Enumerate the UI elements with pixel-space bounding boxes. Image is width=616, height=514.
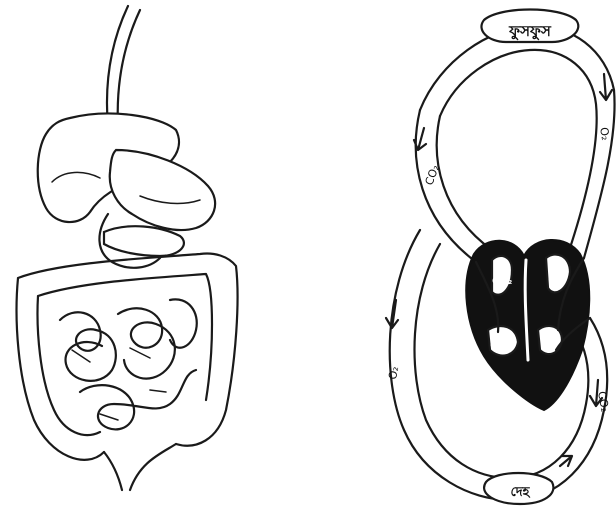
pancreas [104, 226, 184, 256]
label-co2-lower-right: CO₂ [595, 390, 611, 413]
label-o2-heart-lower: O₂ [540, 338, 553, 349]
label-co2-heart-upper: CO₂ [492, 276, 512, 287]
label-body: দেহ [511, 485, 531, 500]
large-intestine-outer [17, 254, 238, 460]
label-o2-top-right: O₂ [597, 126, 612, 141]
large-intestine-inner [38, 274, 212, 435]
small-intestine [60, 299, 197, 429]
circulation-drawing: ফুসফুস দেহ CO₂ O₂ CO₂ O₂ CO₂ O₂ O₂ CO₂ [386, 10, 615, 505]
label-o2-heart-upper: O₂ [548, 274, 561, 285]
label-co2-heart-lower: CO₂ [490, 340, 510, 351]
rectum [104, 444, 176, 490]
label-o2-lower-left: O₂ [386, 365, 401, 380]
pulmonary-loop-outer [420, 26, 615, 258]
label-co2-top-left: CO₂ [423, 163, 442, 187]
esophagus-inner [118, 10, 140, 126]
stomach [110, 150, 215, 230]
pulmonary-left-descend [416, 110, 492, 262]
digestive-system-drawing [17, 6, 238, 490]
label-lungs: ফুসফুস [508, 22, 552, 41]
arrow-bottom [560, 456, 572, 466]
